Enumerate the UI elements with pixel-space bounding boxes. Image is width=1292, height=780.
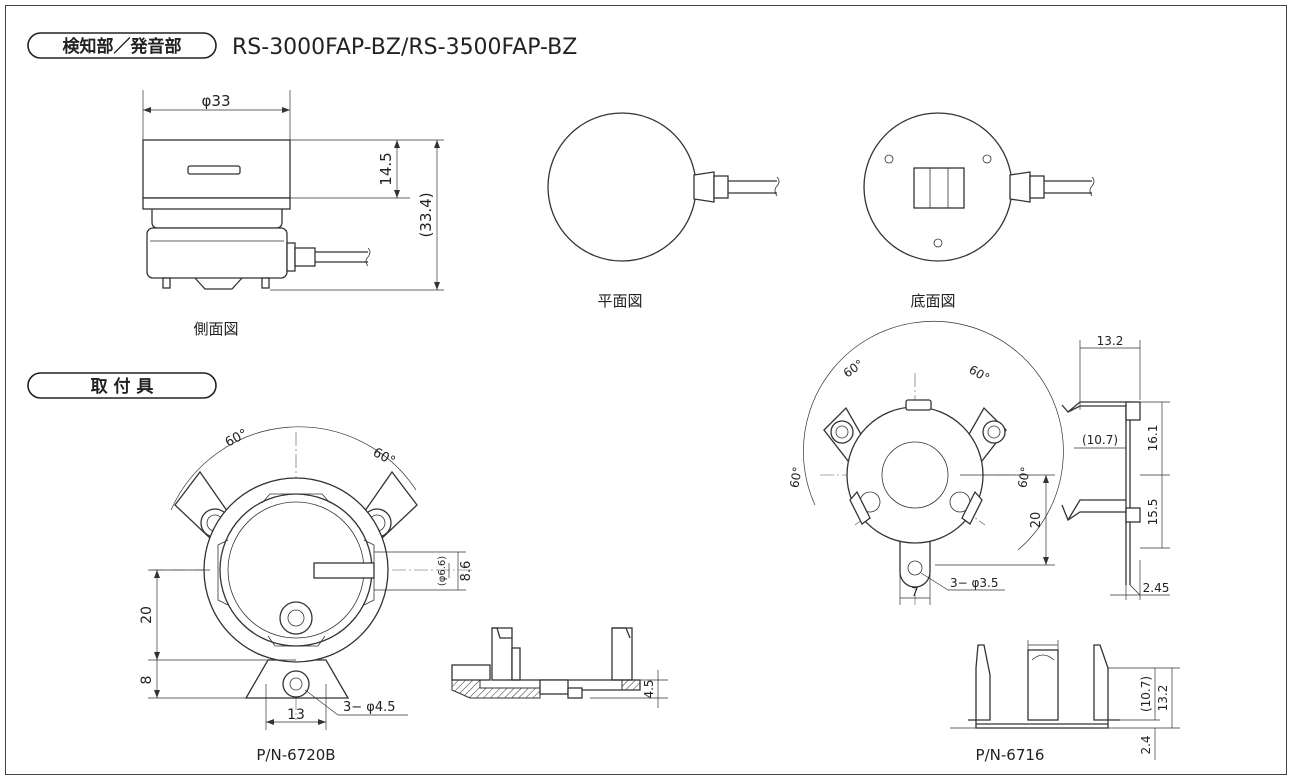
- angle-60-left: 60°: [223, 426, 250, 450]
- sensor-rim: [142, 197, 291, 210]
- dim-13-2-top: 13.2: [1097, 334, 1124, 348]
- mount-6716-front-view: (10.7) 13.2 2.4: [950, 640, 1180, 760]
- angle-60-left-6716: 60°: [787, 466, 804, 489]
- drawing-frame: [5, 5, 1287, 775]
- model-title: RS-3000FAP-BZ/RS-3500FAP-BZ: [232, 35, 577, 60]
- top-view: 平面図: [547, 112, 780, 310]
- bottom-view-label: 底面図: [910, 292, 955, 310]
- mount-6720b-top-view: 60° 60° (φ6.6) 8.6: [139, 426, 475, 764]
- dim-13: 13: [287, 707, 305, 723]
- hole-note-3-5: 3− φ3.5: [950, 576, 999, 590]
- angle-60-top-right: 60°: [967, 362, 992, 385]
- mount-6716-side-view: 13.2 (10.7) 16.1 15.5 2.45: [1061, 334, 1170, 600]
- mount-section-badge: 取 付 具: [91, 376, 154, 397]
- bottom-view: 底面図: [863, 112, 1095, 310]
- mount-6720b-side-view: 4.5: [451, 627, 668, 708]
- dim-10-7-front: (10.7): [1139, 676, 1153, 712]
- sensor-slot: [187, 165, 241, 175]
- sensor-lower-body: [146, 227, 288, 279]
- dim-20: 20: [139, 606, 155, 624]
- angle-60-right-6716: 60°: [1015, 466, 1032, 489]
- dim-total-33-4: (33.4): [417, 192, 435, 237]
- dim-height-14-5: 14.5: [377, 152, 395, 185]
- part-number-6720b: P/N-6720B: [256, 746, 335, 764]
- section-badge-frame: [27, 32, 217, 59]
- dim-diameter-33: φ33: [202, 92, 231, 110]
- bottom-connector: [913, 167, 965, 209]
- part-number-6716: P/N-6716: [976, 746, 1045, 764]
- angle-60-top-left: 60°: [841, 357, 866, 381]
- side-view-label: 側面図: [193, 320, 238, 338]
- dim-8-6: 8.6: [459, 561, 474, 582]
- section-header: 検知部／発音部 RS-3000FAP-BZ/RS-3500FAP-BZ: [27, 32, 577, 60]
- mount-6716-top-view: 60° 60° 60° 60° 20 7: [787, 321, 1064, 764]
- top-view-label: 平面図: [597, 292, 642, 310]
- front-center-post: [1027, 649, 1059, 721]
- side-view: φ33 14.5 (33.4) 側面図: [142, 90, 444, 338]
- dim-13-2-front: 13.2: [1156, 685, 1170, 712]
- angle-60-right: 60°: [370, 445, 397, 469]
- dim-7: 7: [911, 585, 919, 599]
- dim-8: 8: [139, 676, 155, 685]
- dim-10-7-side: (10.7): [1082, 433, 1118, 447]
- dim-2-45: 2.45: [1143, 581, 1170, 595]
- section-badge-text: 検知部／発音部: [63, 36, 182, 57]
- dim-4-5: 4.5: [642, 679, 656, 698]
- dim-bore-6-6: (φ6.6): [437, 556, 448, 586]
- top-view-disc: [547, 112, 697, 262]
- dim-15-5: 15.5: [1146, 499, 1160, 526]
- mount-section-header: 取 付 具: [27, 372, 217, 399]
- hole-note-4-5: 3− φ4.5: [343, 700, 396, 715]
- dim-20-6716: 20: [1029, 512, 1044, 529]
- dim-2-4: 2.4: [1139, 735, 1153, 754]
- dim-16-1: 16.1: [1146, 425, 1160, 452]
